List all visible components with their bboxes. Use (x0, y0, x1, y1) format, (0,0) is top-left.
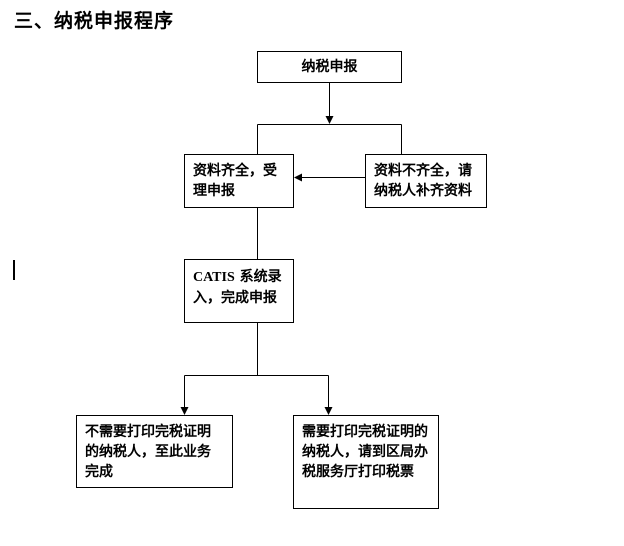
step-documents-incomplete: 资料不齐全，请纳税人补齐资料 (365, 154, 487, 208)
step-catis-entry-system-name: CATIS (193, 270, 235, 285)
step-documents-complete-label: 资料齐全，受理申报 (193, 163, 277, 199)
step-no-tax-certificate-needed: 不需要打印完税证明的纳税人，至此业务完成 (76, 415, 233, 488)
step-tax-certificate-needed: 需要打印完税证明的纳税人，请到区局办税服务厅打印税票 (293, 415, 439, 509)
step-tax-filing-label: 纳税申报 (301, 59, 358, 75)
step-catis-entry-label: 系统录入，完成申报 (193, 269, 282, 306)
step-no-tax-certificate-needed-label: 不需要打印完税证明的纳税人，至此业务完成 (85, 424, 211, 480)
step-documents-complete: 资料齐全，受理申报 (184, 154, 294, 208)
step-tax-certificate-needed-label: 需要打印完税证明的纳税人，请到区局办税服务厅打印税票 (302, 424, 428, 480)
step-catis-entry: CATIS 系统录入，完成申报 (184, 259, 294, 323)
text-cursor (13, 260, 15, 280)
step-tax-filing: 纳税申报 (257, 51, 402, 83)
step-documents-incomplete-label: 资料不齐全，请纳税人补齐资料 (374, 163, 472, 199)
section-heading: 三、纳税申报程序 (14, 10, 175, 32)
